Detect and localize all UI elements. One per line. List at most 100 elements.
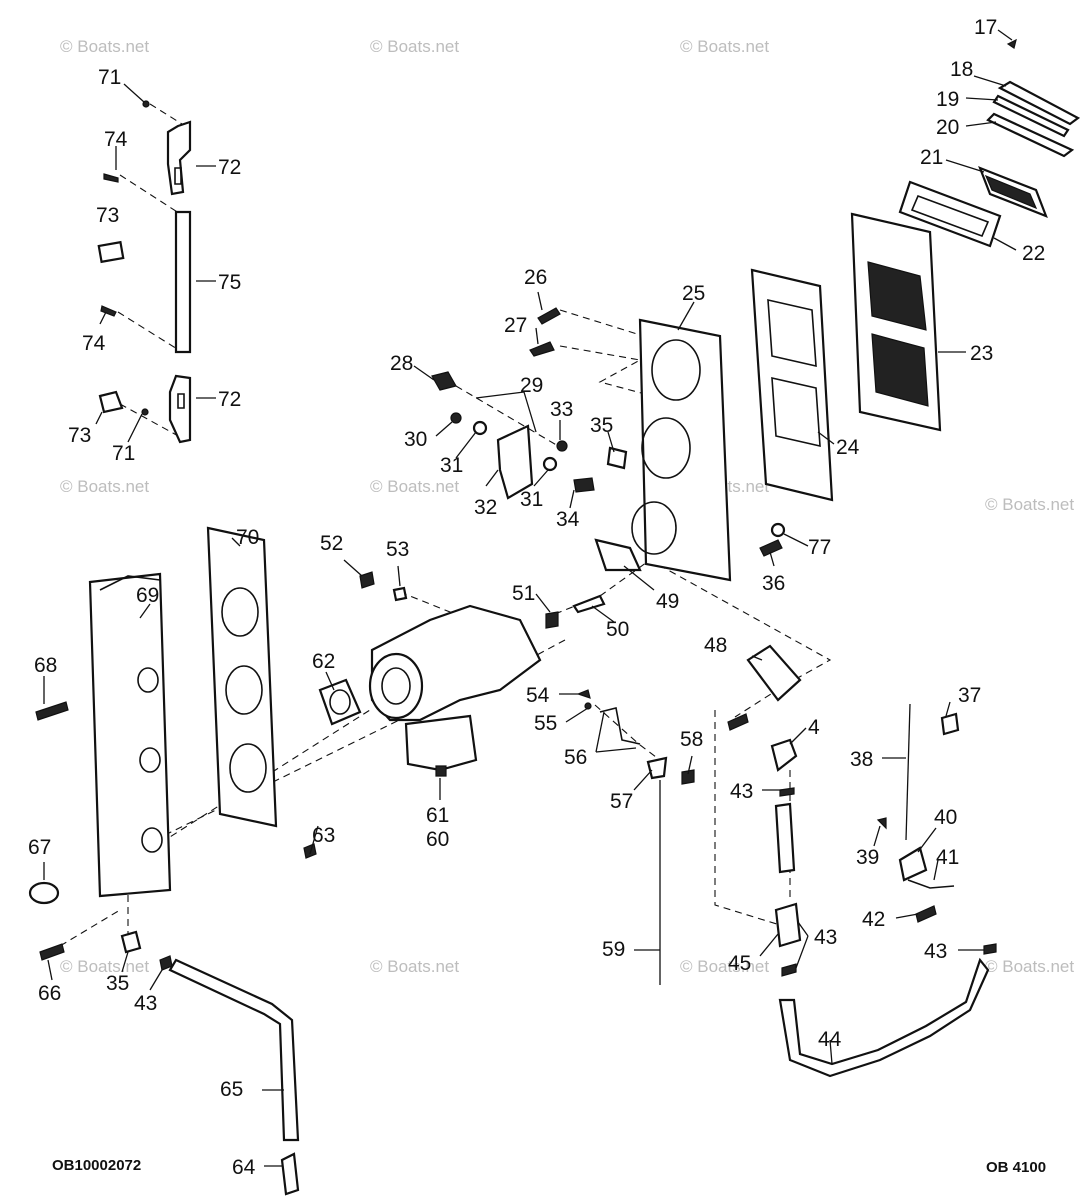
gasket-24 — [750, 268, 834, 502]
link-28 — [431, 371, 457, 391]
callout-45: 45 — [728, 952, 751, 975]
leader-lines — [43, 29, 1017, 1167]
callout-labels: 71 74 72 73 75 74 72 73 71 17 18 19 20 2… — [28, 16, 1045, 1179]
clamp-43-a — [779, 787, 795, 797]
callout-48: 48 — [704, 634, 727, 657]
reed-plate-23-port-b — [871, 333, 929, 407]
fitting-35-top — [606, 446, 628, 470]
callout-29: 29 — [520, 374, 543, 397]
clip-72-top — [166, 120, 192, 196]
callout-33: 33 — [550, 398, 573, 421]
linkage-hardware — [431, 307, 786, 557]
gasket-49 — [594, 538, 642, 572]
screw-66 — [39, 943, 65, 961]
callout-53: 53 — [386, 538, 409, 561]
cap-53 — [392, 586, 408, 602]
callout-20: 20 — [936, 116, 959, 139]
callout-73: 73 — [96, 204, 119, 227]
nut-71-top — [142, 100, 150, 108]
callout-31: 31 — [440, 454, 463, 477]
callout-34: 34 — [556, 508, 580, 531]
hose-44 — [778, 957, 990, 1078]
bracket-48 — [746, 644, 802, 702]
float-bowl-60 — [404, 714, 478, 772]
gasket-70 — [206, 526, 278, 828]
watermark: © Boats.net — [370, 957, 459, 976]
nut-51 — [545, 611, 559, 629]
cam-32 — [496, 424, 534, 500]
callout-22: 22 — [1022, 242, 1045, 265]
callout-71: 71 — [112, 442, 135, 465]
callout-43: 43 — [134, 992, 157, 1015]
gasket-70-hole — [229, 743, 267, 793]
screw-27 — [529, 341, 555, 357]
cover-69-hole — [141, 827, 163, 853]
watermark: © Boats.net — [370, 37, 459, 56]
intake-manifold-25 — [638, 318, 732, 582]
gasket-70-hole — [225, 665, 263, 715]
diagram-code-right: OB 4100 — [986, 1159, 1046, 1176]
gasket-24-window-a — [767, 298, 817, 368]
callout-74: 74 — [82, 332, 106, 355]
callout-64: 64 — [232, 1156, 256, 1179]
callout-54: 54 — [526, 684, 550, 707]
callout-52: 52 — [320, 532, 343, 555]
drain-hose — [120, 843, 317, 1196]
callout-26: 26 — [524, 266, 547, 289]
callout-74: 74 — [104, 128, 128, 151]
callout-43: 43 — [924, 940, 947, 963]
fuel-system — [770, 703, 997, 1078]
screw-68 — [35, 701, 69, 721]
callout-38: 38 — [850, 748, 873, 771]
screw-63 — [303, 843, 317, 859]
manifold-port-mid — [641, 417, 691, 479]
callout-21: 21 — [920, 146, 943, 169]
callout-27: 27 — [504, 314, 527, 337]
callout-43: 43 — [814, 926, 837, 949]
manifold-port-bottom — [631, 501, 677, 555]
callout-41: 41 — [936, 846, 959, 869]
callout-59: 59 — [602, 938, 625, 961]
callout-63: 63 — [312, 824, 335, 847]
callout-66: 66 — [38, 982, 61, 1005]
filter-hose — [774, 802, 796, 874]
watermark: © Boats.net — [60, 957, 149, 976]
callout-72: 72 — [218, 156, 241, 179]
callout-17: 17 — [974, 16, 997, 39]
reed-block-21-ports — [984, 174, 1038, 210]
screw-74-top — [103, 173, 119, 183]
callout-18: 18 — [950, 58, 973, 81]
callout-23: 23 — [970, 342, 993, 365]
callout-61: 61 — [426, 804, 449, 827]
gasket-70-hole — [221, 587, 259, 637]
intake-cover — [28, 526, 278, 961]
plug-67 — [28, 881, 60, 905]
clamp-43-c — [983, 943, 997, 955]
link-rod-75 — [174, 210, 192, 354]
washer-77 — [770, 522, 786, 538]
watermark: © Boats.net — [680, 37, 769, 56]
callout-65: 65 — [220, 1078, 243, 1101]
cover-69-hole — [137, 667, 159, 693]
callout-28: 28 — [390, 352, 413, 375]
line-38 — [905, 703, 911, 841]
screw-52 — [359, 571, 375, 589]
watermark: © Boats.net — [680, 957, 769, 976]
callout-50: 50 — [606, 618, 629, 641]
cover-69-hole — [139, 747, 161, 773]
watermark: © Boats.net — [985, 495, 1074, 514]
callout-60: 60 — [426, 828, 449, 851]
bowl-drain — [435, 765, 447, 777]
callout-37: 37 — [958, 684, 981, 707]
gasket-62 — [318, 678, 362, 726]
washer-55 — [584, 702, 592, 710]
washer-31-bottom — [542, 456, 558, 472]
callout-49: 49 — [656, 590, 679, 613]
screw-36 — [759, 539, 783, 557]
screw-42 — [915, 905, 937, 923]
callout-35: 35 — [590, 414, 613, 437]
gasket-22-window — [910, 194, 990, 238]
callout-36: 36 — [762, 572, 785, 595]
callout-67: 67 — [28, 836, 51, 859]
screw-58 — [681, 769, 695, 785]
